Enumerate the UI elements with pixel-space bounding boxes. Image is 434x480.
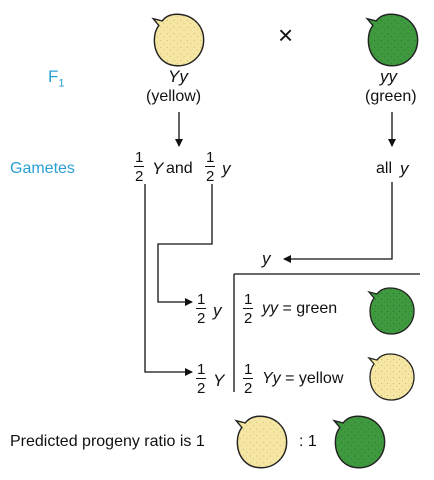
right-gamete-prefix: all	[376, 160, 393, 177]
row1-progeny-phenotype: = green	[278, 300, 338, 317]
fraction-denominator: 2	[244, 380, 253, 397]
row1-gamete-allele: y	[213, 301, 222, 320]
cross-symbol: ×	[278, 20, 294, 50]
fraction-denominator: 2	[135, 168, 144, 185]
row2-progeny-genotype: Yy	[262, 370, 281, 387]
y-gamete-path	[157, 184, 213, 306]
f1-label-letter: F	[48, 67, 59, 86]
fraction-numerator: 1	[134, 149, 145, 167]
fraction-denominator: 2	[197, 380, 206, 397]
fraction-numerator: 1	[196, 291, 207, 309]
right-gamete-allele: y	[400, 159, 409, 178]
left-gamete-allele-1: Y	[152, 159, 164, 178]
ratio-middle: : 1	[299, 433, 317, 450]
row1-progeny-fraction: 1 2	[243, 291, 254, 327]
fraction-numerator: 1	[243, 361, 254, 379]
right-gamete-path	[283, 182, 393, 263]
left-gamete-joiner: and	[166, 160, 193, 177]
right-parent-genotype: yy	[380, 67, 397, 86]
row2-gamete-fraction: 1 2	[196, 361, 207, 397]
ratio-prefix: Predicted progeny ratio is 1	[10, 433, 205, 450]
row1-progeny-genotype: yy	[262, 300, 278, 317]
green-pea-icon	[368, 287, 415, 335]
row1-progeny-label: yy = green	[262, 301, 337, 317]
left-parent-genotype: Yy	[168, 67, 188, 86]
left-gamete-fraction-1: 1 2	[134, 149, 145, 185]
left-gamete-fraction-2: 1 2	[205, 149, 216, 185]
left-gamete-allele-2: y	[222, 159, 231, 178]
punnett-column-allele: y	[262, 249, 271, 268]
row1-gamete-fraction: 1 2	[196, 291, 207, 327]
row2-gamete-allele: Y	[213, 371, 225, 390]
row2-progeny-label: Yy = yellow	[262, 371, 343, 387]
f1-label-subscript: 1	[58, 77, 65, 90]
green-pea-icon	[333, 415, 386, 469]
fraction-denominator: 2	[197, 310, 206, 327]
left-parent-phenotype: (yellow)	[146, 88, 202, 105]
row2-progeny-fraction: 1 2	[243, 361, 254, 397]
fraction-numerator: 1	[205, 149, 216, 167]
gametes-label: Gametes	[10, 160, 75, 177]
fraction-numerator: 1	[243, 291, 254, 309]
fraction-denominator: 2	[206, 168, 215, 185]
right-parent-phenotype: (green)	[365, 88, 417, 105]
yellow-pea-icon	[368, 353, 415, 401]
yellow-pea-icon	[235, 415, 288, 469]
fraction-denominator: 2	[244, 310, 253, 327]
fraction-numerator: 1	[196, 361, 207, 379]
row2-progeny-phenotype: = yellow	[280, 370, 344, 387]
Y-gamete-path	[144, 184, 193, 376]
f1-label: F1	[48, 68, 65, 89]
